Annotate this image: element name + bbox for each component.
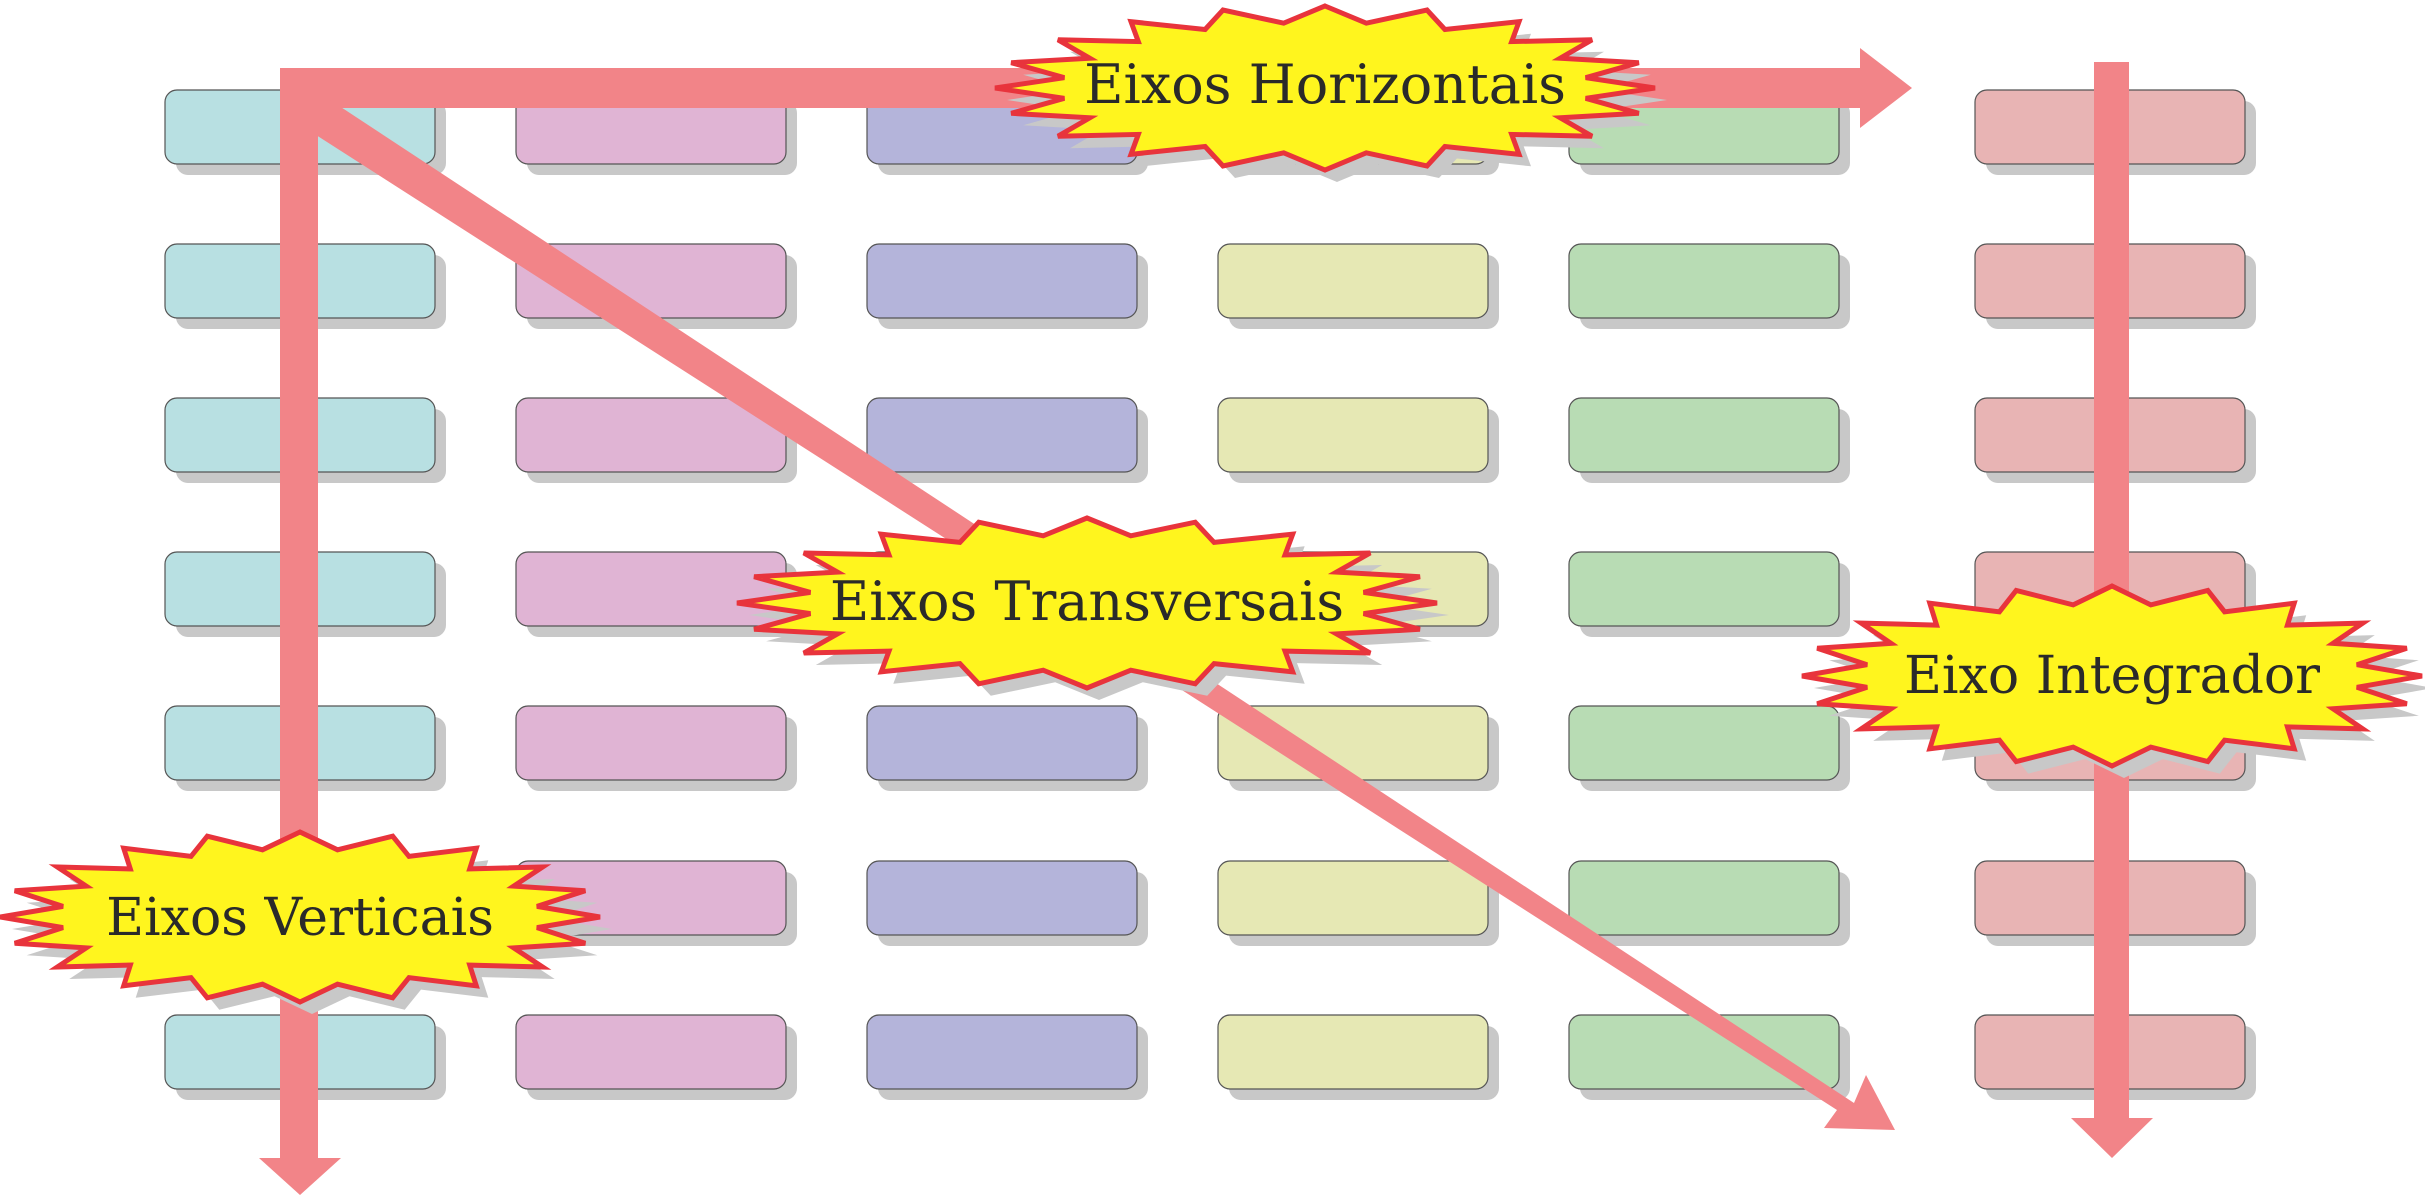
burst-layer (0, 3, 2425, 1014)
grid-box-col3-row7 (866, 1014, 1138, 1090)
grid-box-col2-row5 (515, 705, 787, 781)
grid-box-col5-row3 (1568, 397, 1840, 473)
vertical-axis-arrow (259, 68, 341, 1195)
grid-box-col5-row4 (1568, 551, 1840, 627)
label-integrator-axis: Eixo Integrador (1904, 646, 2320, 706)
grid-box-col2-row4 (515, 551, 787, 627)
grid-box-col5-row5 (1568, 705, 1840, 781)
grid-box-col4-row7 (1217, 1014, 1489, 1090)
grid-box-col4-row6 (1217, 860, 1489, 936)
grid-box-col3-row6 (866, 860, 1138, 936)
grid-box-col5-row2 (1568, 243, 1840, 319)
grid-box-col5-row6 (1568, 860, 1840, 936)
grid-box-col2-row7 (515, 1014, 787, 1090)
label-transversal-axes: Eixos Transversais (830, 570, 1344, 633)
grid-box-col4-row2 (1217, 243, 1489, 319)
label-vertical-axes: Eixos Verticais (106, 888, 494, 948)
burst-integrator (1801, 583, 2423, 769)
grid-box-col4-row3 (1217, 397, 1489, 473)
grid-box-col3-row3 (866, 397, 1138, 473)
burst-vertical (0, 829, 601, 1005)
grid-box-col3-row2 (866, 243, 1138, 319)
label-horizontal-axes: Eixos Horizontais (1084, 53, 1566, 116)
burst-horizontal (994, 3, 1656, 173)
burst-transversal (736, 515, 1438, 691)
grid-box-col3-row5 (866, 705, 1138, 781)
